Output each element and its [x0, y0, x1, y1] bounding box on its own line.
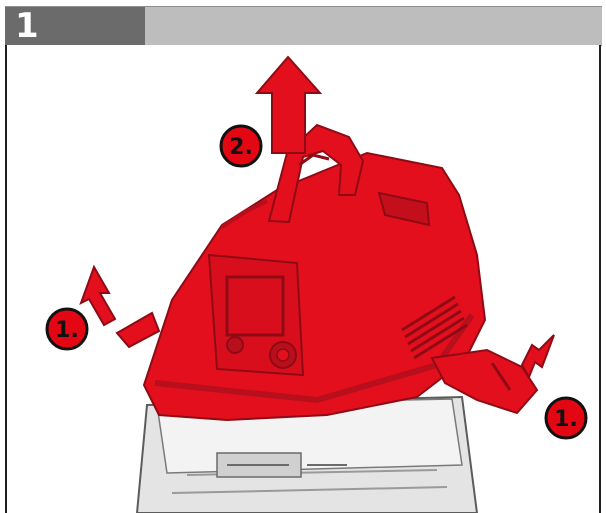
up-arrow-icon — [81, 267, 115, 325]
illustration-frame: 1. 2. 1. — [5, 45, 601, 513]
number-badge: 2. — [221, 126, 261, 166]
power-switch — [227, 337, 243, 353]
step-header: 1 — [5, 6, 602, 46]
vacuum-head — [144, 125, 485, 420]
up-arrow-icon — [522, 335, 554, 377]
left-callout-label: 1. — [55, 318, 79, 343]
number-badge: 1. — [546, 398, 586, 438]
number-badge: 1. — [47, 309, 87, 349]
right-callout-label: 1. — [554, 407, 578, 432]
top-callout-label: 2. — [229, 135, 253, 160]
step-number: 1 — [15, 7, 39, 45]
step-number-box: 1 — [5, 7, 145, 45]
vacuum-illustration: 1. 2. 1. — [7, 45, 599, 513]
left-clip — [117, 313, 159, 347]
